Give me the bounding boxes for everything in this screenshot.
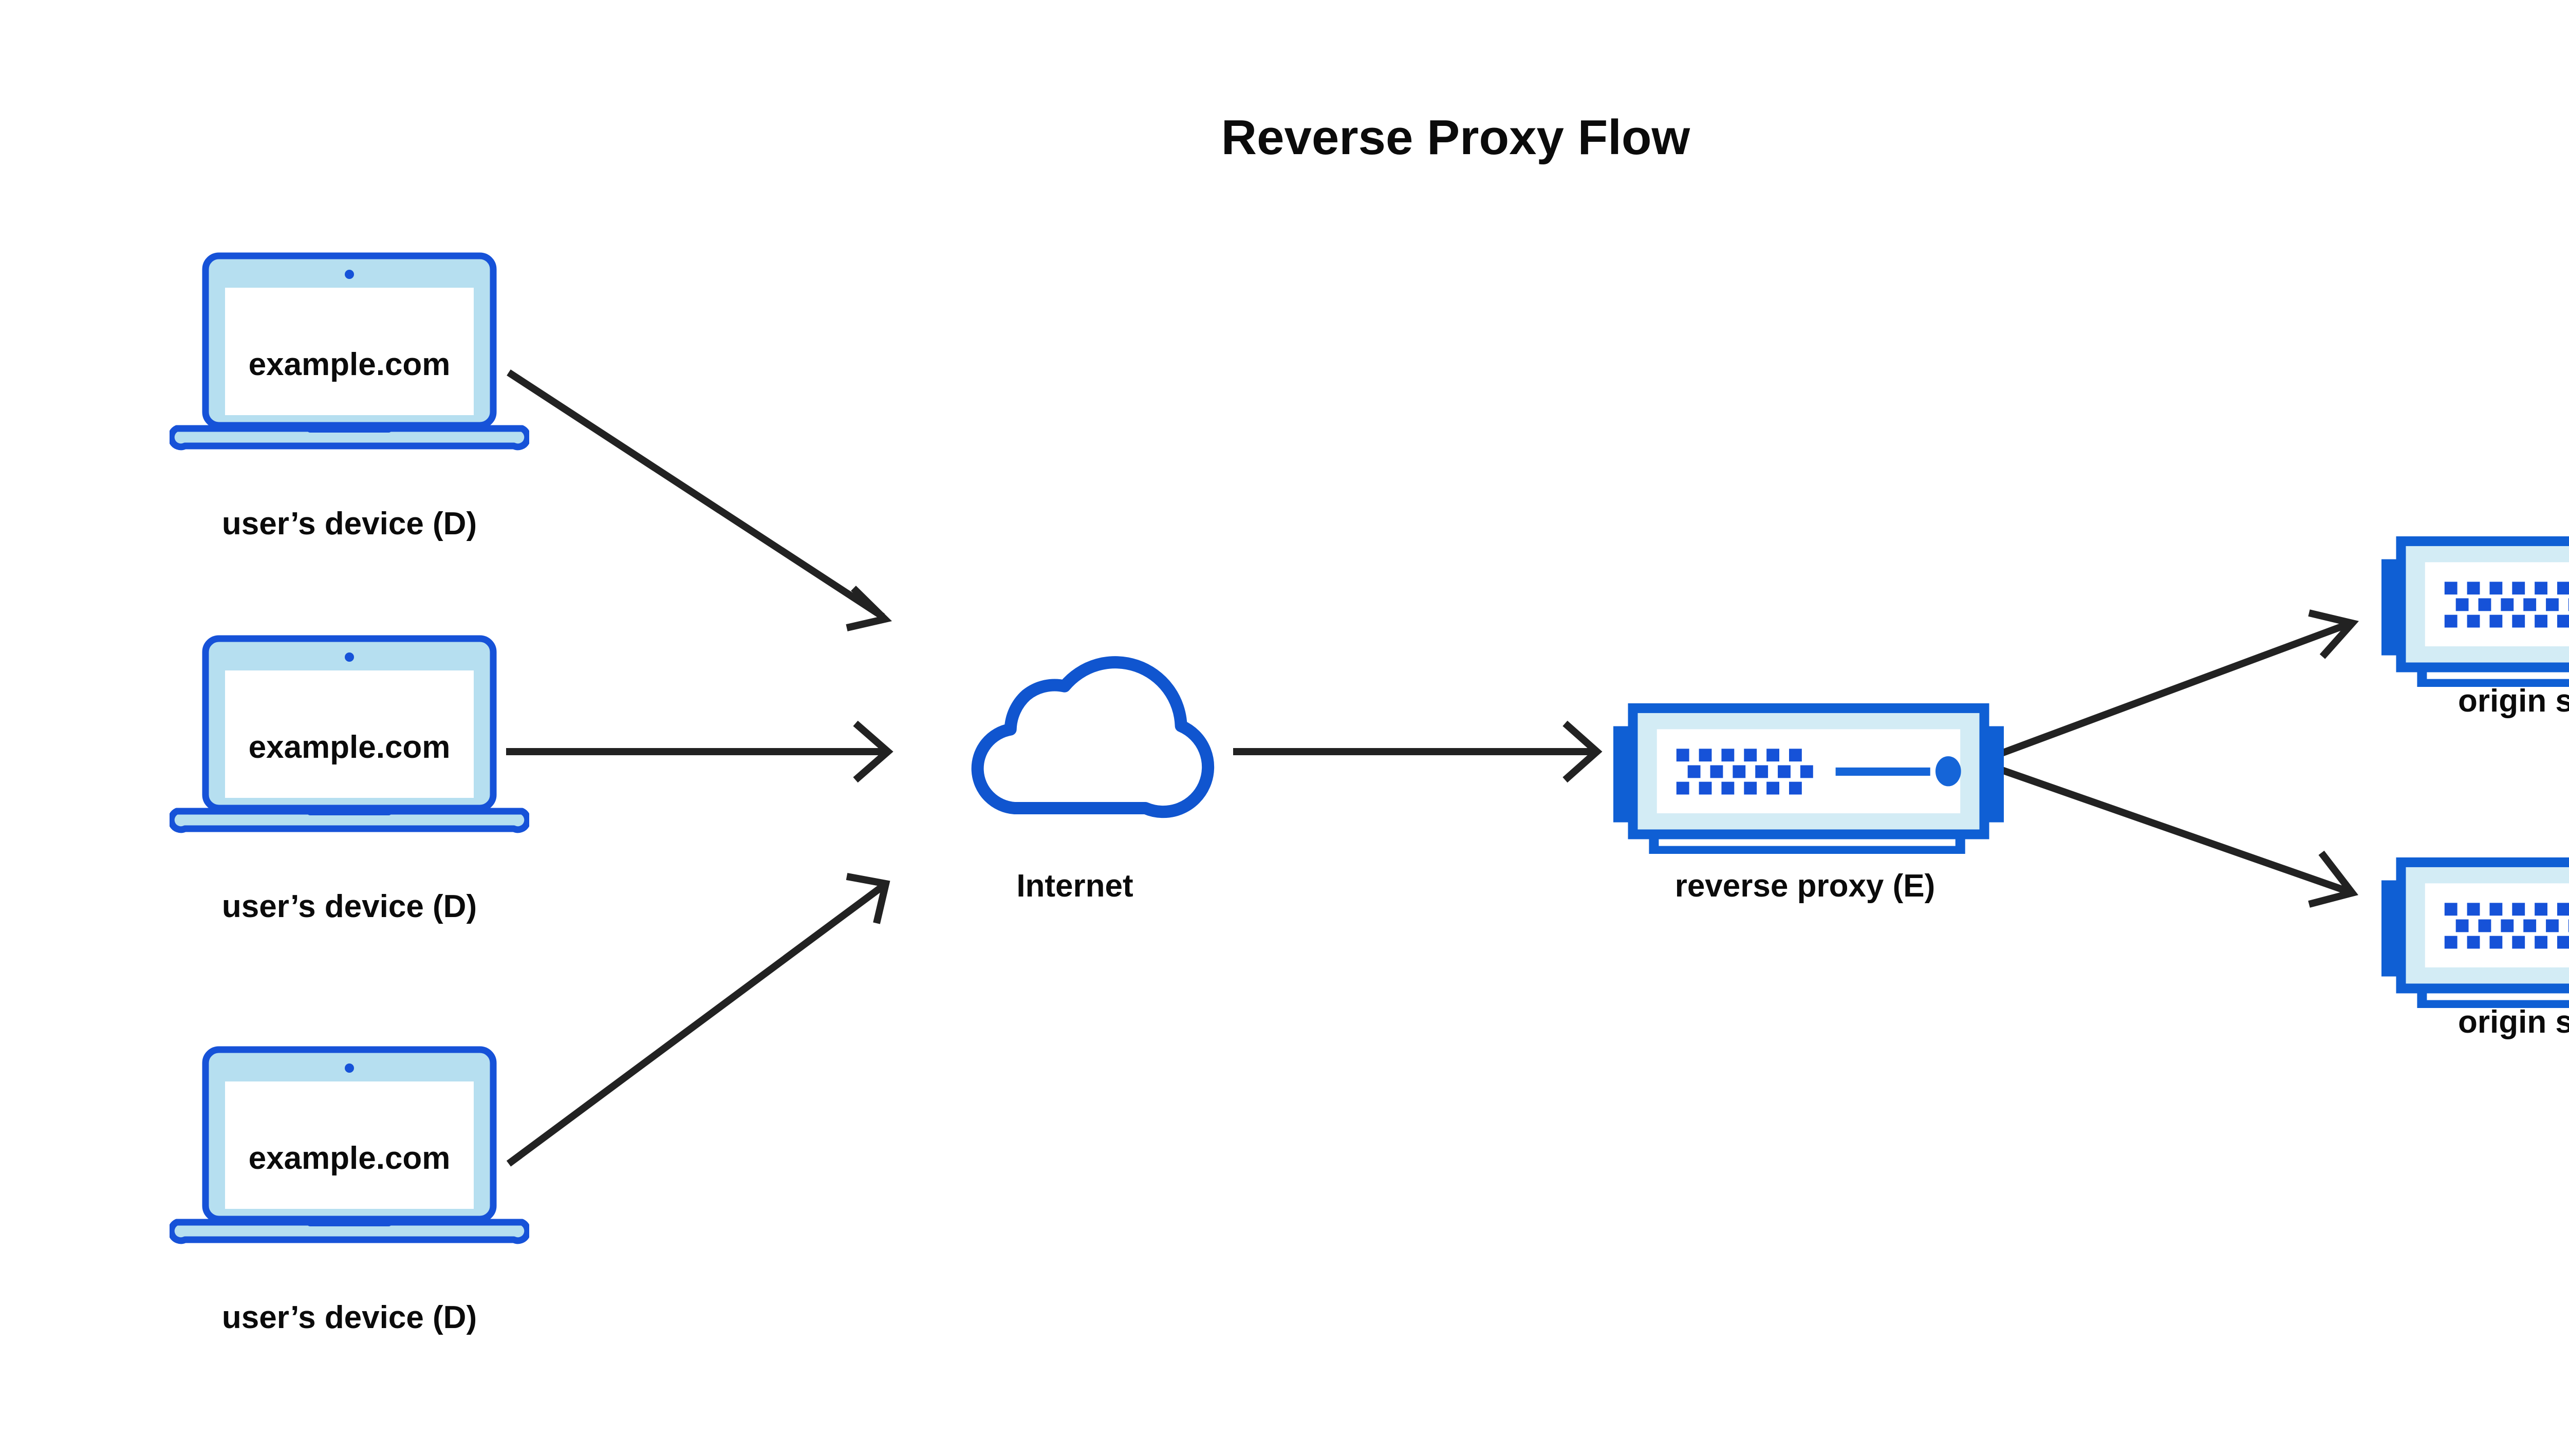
- client-screen-url: example.com: [249, 347, 451, 382]
- edge-client-top-to-internet: [507, 369, 892, 631]
- node-origin-top[interactable]: origin server (F): [2381, 541, 2569, 719]
- client-label: user’s device (D): [222, 889, 477, 924]
- internet-label: Internet: [1016, 868, 1133, 904]
- server-icon: [1613, 708, 2004, 851]
- origin-server-label: origin server (F): [2458, 683, 2569, 719]
- node-client-middle[interactable]: example.com user’s device (D): [171, 639, 528, 924]
- node-reverse-proxy[interactable]: reverse proxy (E): [1613, 708, 2004, 904]
- cloud-icon: [978, 662, 1208, 812]
- edge-internet-to-reverse-proxy: [1233, 720, 1603, 783]
- edge-client-middle-to-internet: [506, 720, 893, 783]
- client-label: user’s device (D): [222, 506, 477, 542]
- client-label: user’s device (D): [222, 1300, 477, 1335]
- origin-server-label: origin server (F): [2458, 1004, 2569, 1040]
- client-screen-url: example.com: [249, 730, 451, 765]
- node-client-bottom[interactable]: example.com user’s device (D): [171, 1050, 528, 1335]
- reverse-proxy-label: reverse proxy (E): [1675, 868, 1935, 904]
- node-client-top[interactable]: example.com user’s device (D): [171, 256, 528, 542]
- edge-reverse-proxy-to-origin-bottom: [1995, 764, 2358, 908]
- page-title: Reverse Proxy Flow: [1221, 110, 1690, 165]
- node-internet[interactable]: Internet: [978, 662, 1208, 904]
- client-screen-url: example.com: [249, 1141, 451, 1176]
- edge-layer: [506, 369, 2359, 1167]
- node-origin-bottom[interactable]: origin server (F): [2381, 862, 2569, 1040]
- server-icon: [2381, 862, 2569, 1005]
- edge-reverse-proxy-to-origin-top: [1995, 609, 2359, 759]
- edge-client-bottom-to-internet: [506, 873, 890, 1167]
- server-icon: [2381, 541, 2569, 684]
